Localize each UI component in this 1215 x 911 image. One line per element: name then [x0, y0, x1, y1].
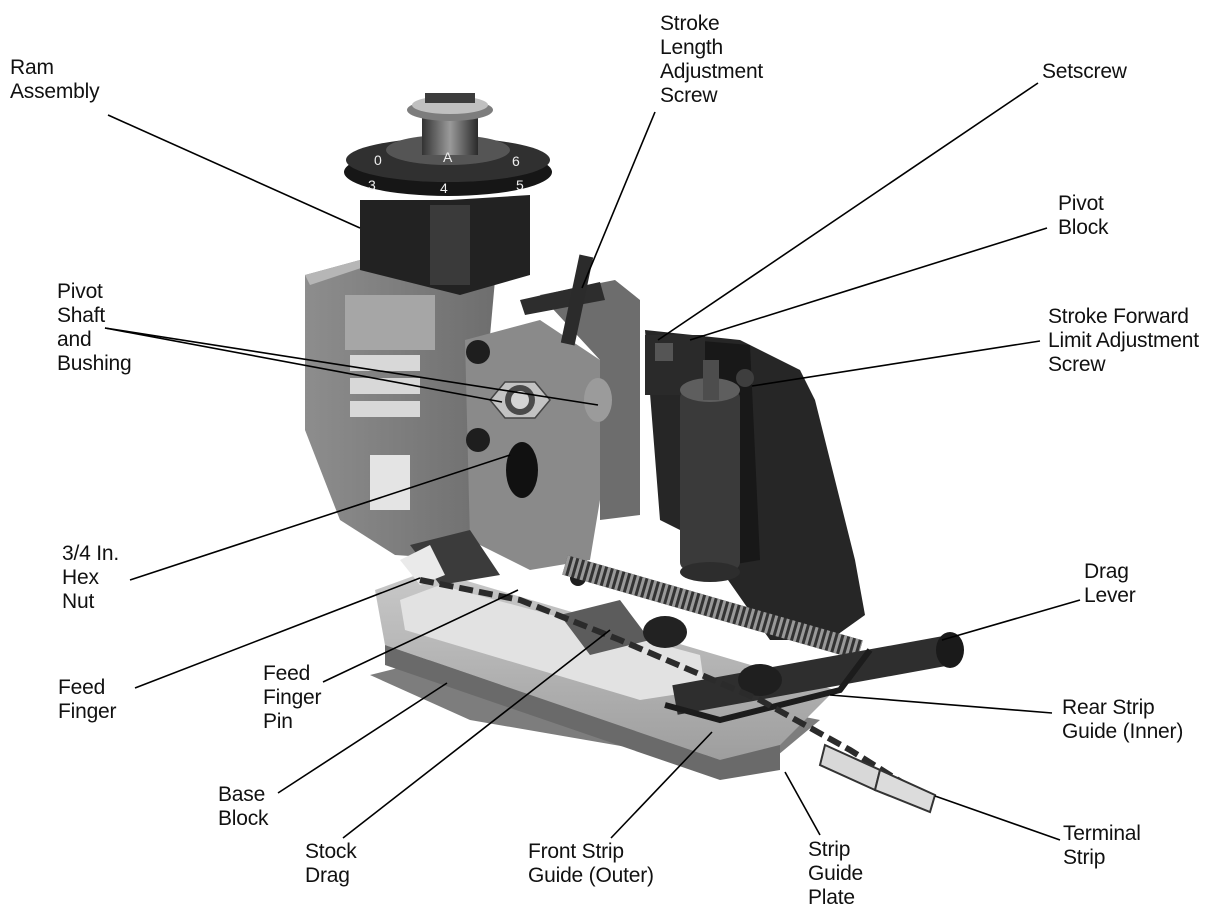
leader-ram-assembly: [107, 114, 361, 229]
stroke-forward-limit-screw: [703, 360, 754, 400]
leader-front-strip-guide: [610, 731, 713, 839]
label-strip-guide-plate: Strip Guide Plate: [808, 838, 864, 909]
pivot-bushing: [506, 378, 612, 498]
ram-dial-markings: 0 A 6 3 4 5: [368, 149, 524, 196]
dial-mark: 5: [516, 177, 524, 193]
leader-drag-lever: [941, 599, 1081, 641]
leader-stroke-length-screw: [581, 111, 656, 289]
leader-rear-strip-guide: [829, 694, 1053, 714]
leader-feed-finger: [134, 577, 421, 689]
label-stroke-length-adjustment-screw: Stroke Length Adjustment Screw: [660, 12, 764, 107]
dial-mark: 0: [374, 152, 382, 168]
leader-terminal-strip: [934, 795, 1061, 841]
leader-base-block: [277, 682, 448, 794]
label-hex-nut: 3/4 In. Hex Nut: [62, 542, 119, 613]
label-setscrew: Setscrew: [1042, 60, 1127, 83]
label-stroke-forward-limit-adjustment-screw: Stroke Forward Limit Adjustment Screw: [1048, 305, 1199, 376]
leader-hex-nut: [129, 454, 511, 581]
leader-stock-drag: [342, 629, 611, 839]
pivot-plate: [465, 254, 640, 586]
leader-setscrew: [657, 82, 1039, 341]
label-ram-assembly: Ram Assembly: [10, 56, 100, 103]
label-base-block: Base Block: [218, 783, 269, 830]
leader-feed-finger-pin: [322, 589, 519, 683]
leader-stroke-forward-limit: [751, 340, 1041, 387]
front-strip-guide: [400, 585, 705, 700]
dial-mark: A: [443, 149, 453, 165]
label-rear-strip-guide: Rear Strip Guide (Inner): [1062, 696, 1184, 743]
label-feed-finger: Feed Finger: [58, 676, 117, 723]
leader-pivot-block: [689, 227, 1048, 341]
cylinder: [680, 378, 740, 582]
label-drag-lever: Drag Lever: [1084, 560, 1136, 607]
leader-strip-guide-plate: [784, 771, 821, 836]
dial-mark: 4: [440, 180, 448, 196]
label-terminal-strip: Terminal Strip: [1063, 822, 1141, 869]
label-pivot-shaft-and-bushing: Pivot Shaft and Bushing: [57, 280, 132, 375]
drag-spring: [562, 555, 863, 660]
housing: [305, 260, 495, 560]
ram-assembly: [344, 93, 552, 295]
label-stock-drag: Stock Drag: [305, 840, 357, 887]
label-pivot-block: Pivot Block: [1058, 192, 1109, 239]
drag-lever: [664, 632, 964, 724]
dial-mark: 6: [512, 153, 520, 169]
drag-hub: [643, 616, 782, 696]
leader-pivot-shaft-2: [104, 327, 503, 403]
feed-finger: [400, 530, 500, 585]
label-feed-finger-pin: Feed Finger Pin: [263, 662, 322, 733]
leader-pivot-shaft-1: [104, 327, 599, 406]
stock-drag-block: [560, 600, 650, 655]
dial-mark: 3: [368, 177, 376, 193]
label-front-strip-guide: Front Strip Guide (Outer): [528, 840, 654, 887]
